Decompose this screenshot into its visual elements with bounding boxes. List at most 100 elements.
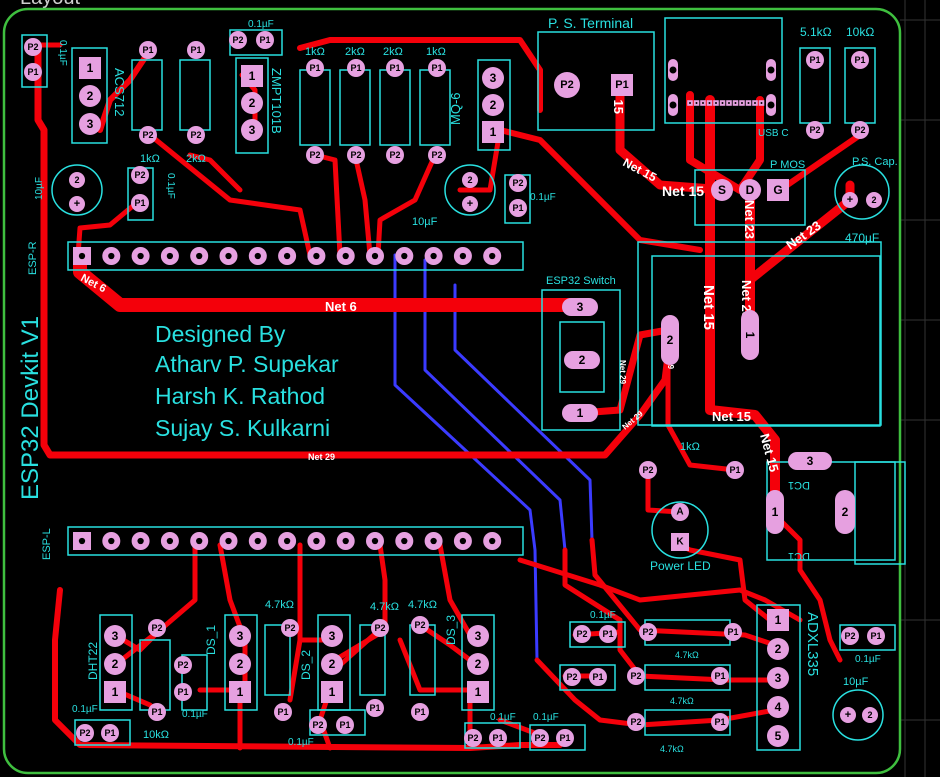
pad-p1[interactable]: P1	[274, 703, 292, 721]
pad-n1[interactable]: 1	[241, 65, 263, 87]
pad-null[interactable]	[483, 532, 502, 550]
pad-k[interactable]: K	[671, 533, 689, 551]
pad-p2[interactable]: P2	[371, 619, 389, 637]
pad-n3[interactable]: 3	[241, 119, 263, 141]
pad-p1[interactable]: P1	[174, 683, 192, 701]
pad-null[interactable]	[73, 247, 91, 265]
pad-p1[interactable]: P1	[24, 63, 42, 81]
pad-null[interactable]	[366, 532, 384, 550]
pad-p2[interactable]: P2	[386, 146, 404, 164]
pad-p2[interactable]: P2	[187, 126, 205, 144]
pad-p2[interactable]: P2	[563, 668, 581, 686]
pad-p1[interactable]: P1	[347, 59, 365, 77]
pad-p2[interactable]: P2	[347, 146, 365, 164]
pad-p2[interactable]: P2	[509, 174, 527, 192]
pad-n3[interactable]: 3	[321, 625, 343, 647]
pad-n2[interactable]: 2	[467, 653, 489, 675]
pad-n2[interactable]: 2	[69, 172, 85, 188]
pad-null[interactable]	[307, 532, 326, 550]
pad-n1[interactable]: 1	[741, 310, 759, 360]
pad-n1[interactable]: 1	[229, 681, 251, 703]
pad-null[interactable]	[278, 532, 297, 550]
pad-p1[interactable]: P1	[139, 41, 157, 59]
pad-p2[interactable]: P2	[554, 72, 580, 98]
pad-p2[interactable]: P2	[306, 146, 324, 164]
pad-p2[interactable]: P2	[627, 713, 645, 731]
pad-p1[interactable]: P1	[101, 724, 119, 742]
pad-null[interactable]	[453, 532, 472, 550]
pad-null[interactable]	[706, 100, 713, 106]
pad-null[interactable]	[395, 247, 414, 265]
pad-p1[interactable]: P1	[726, 461, 744, 479]
pad-null[interactable]	[719, 100, 726, 106]
pad-null[interactable]	[160, 247, 179, 265]
pad-null[interactable]	[190, 532, 209, 550]
pad-null[interactable]	[758, 100, 765, 106]
pad-p2[interactable]: P2	[627, 667, 645, 685]
pad-p1[interactable]: P1	[306, 59, 324, 77]
pad-null[interactable]	[395, 532, 414, 550]
pad-n2[interactable]: 2	[79, 85, 101, 107]
pad-n1[interactable]: 1	[104, 681, 126, 703]
pad-p1[interactable]: P1	[366, 699, 384, 717]
pad-p1[interactable]: P1	[386, 59, 404, 77]
pad-n2[interactable]: 2	[835, 490, 855, 534]
pad-null[interactable]	[73, 532, 91, 550]
pad-p1[interactable]: P1	[187, 41, 205, 59]
pad-p2[interactable]: P2	[131, 166, 149, 184]
pad-n2[interactable]: 2	[321, 653, 343, 675]
pad-p2[interactable]: P2	[464, 729, 482, 747]
pad-p1[interactable]: P1	[489, 729, 507, 747]
pad-p1[interactable]: P1	[556, 729, 574, 747]
pad-p1[interactable]: P1	[411, 703, 429, 721]
pad-null[interactable]	[278, 247, 297, 265]
pad-p1[interactable]: P1	[599, 625, 617, 643]
pad-n3[interactable]: 3	[767, 667, 789, 689]
pad-p2[interactable]: P2	[639, 623, 657, 641]
pad-null[interactable]	[248, 532, 267, 550]
pad-n1[interactable]: 1	[79, 57, 101, 79]
pad-n3[interactable]: 3	[482, 67, 504, 89]
pad-p1[interactable]: P1	[256, 31, 274, 49]
pad-p2[interactable]: P2	[76, 724, 94, 742]
pad-n2[interactable]: 2	[462, 172, 478, 188]
pad-null[interactable]	[131, 532, 150, 550]
pad-p2[interactable]: P2	[309, 716, 327, 734]
pad-n1[interactable]: 1	[562, 404, 598, 422]
pad-p2[interactable]: P2	[573, 625, 591, 643]
pad-p1[interactable]: P1	[711, 713, 729, 731]
pad-null[interactable]	[668, 94, 678, 116]
pad-n1[interactable]: 1	[766, 490, 784, 534]
pad-p2[interactable]: P2	[148, 619, 166, 637]
pad-null[interactable]	[687, 100, 693, 106]
pad-null[interactable]	[366, 247, 384, 265]
pad-null[interactable]	[424, 532, 443, 550]
pad-null[interactable]	[732, 100, 739, 106]
pad-a[interactable]: A	[671, 503, 689, 521]
pad-p2[interactable]: P2	[24, 38, 42, 56]
pad-p2[interactable]: P2	[806, 121, 824, 139]
pad-null[interactable]	[752, 100, 758, 106]
pad-p2[interactable]: P2	[851, 121, 869, 139]
pad-n2[interactable]: 2	[229, 653, 251, 675]
pad-null[interactable]	[102, 532, 121, 550]
pad-null[interactable]	[739, 100, 745, 106]
pad-p2[interactable]: P2	[229, 31, 247, 49]
pad-null[interactable]	[700, 100, 706, 106]
pad-null[interactable]	[453, 247, 472, 265]
pad-p2[interactable]: P2	[139, 126, 157, 144]
pad-null[interactable]	[219, 532, 238, 550]
pad-null[interactable]	[160, 532, 179, 550]
pad-n1[interactable]: 1	[767, 609, 789, 631]
pad-p1[interactable]: P1	[509, 199, 527, 217]
pad-p1[interactable]: P1	[148, 703, 166, 721]
pad-n2[interactable]: 2	[482, 94, 504, 116]
pad-n1[interactable]: 1	[467, 681, 489, 703]
pad-p2[interactable]: P2	[411, 616, 429, 634]
pad-p1[interactable]: P1	[611, 74, 633, 96]
pad-p1[interactable]: P1	[851, 51, 869, 69]
pad-null[interactable]	[424, 247, 443, 265]
pad-p1[interactable]: P1	[711, 667, 729, 685]
pad-n3[interactable]: 3	[229, 625, 251, 647]
